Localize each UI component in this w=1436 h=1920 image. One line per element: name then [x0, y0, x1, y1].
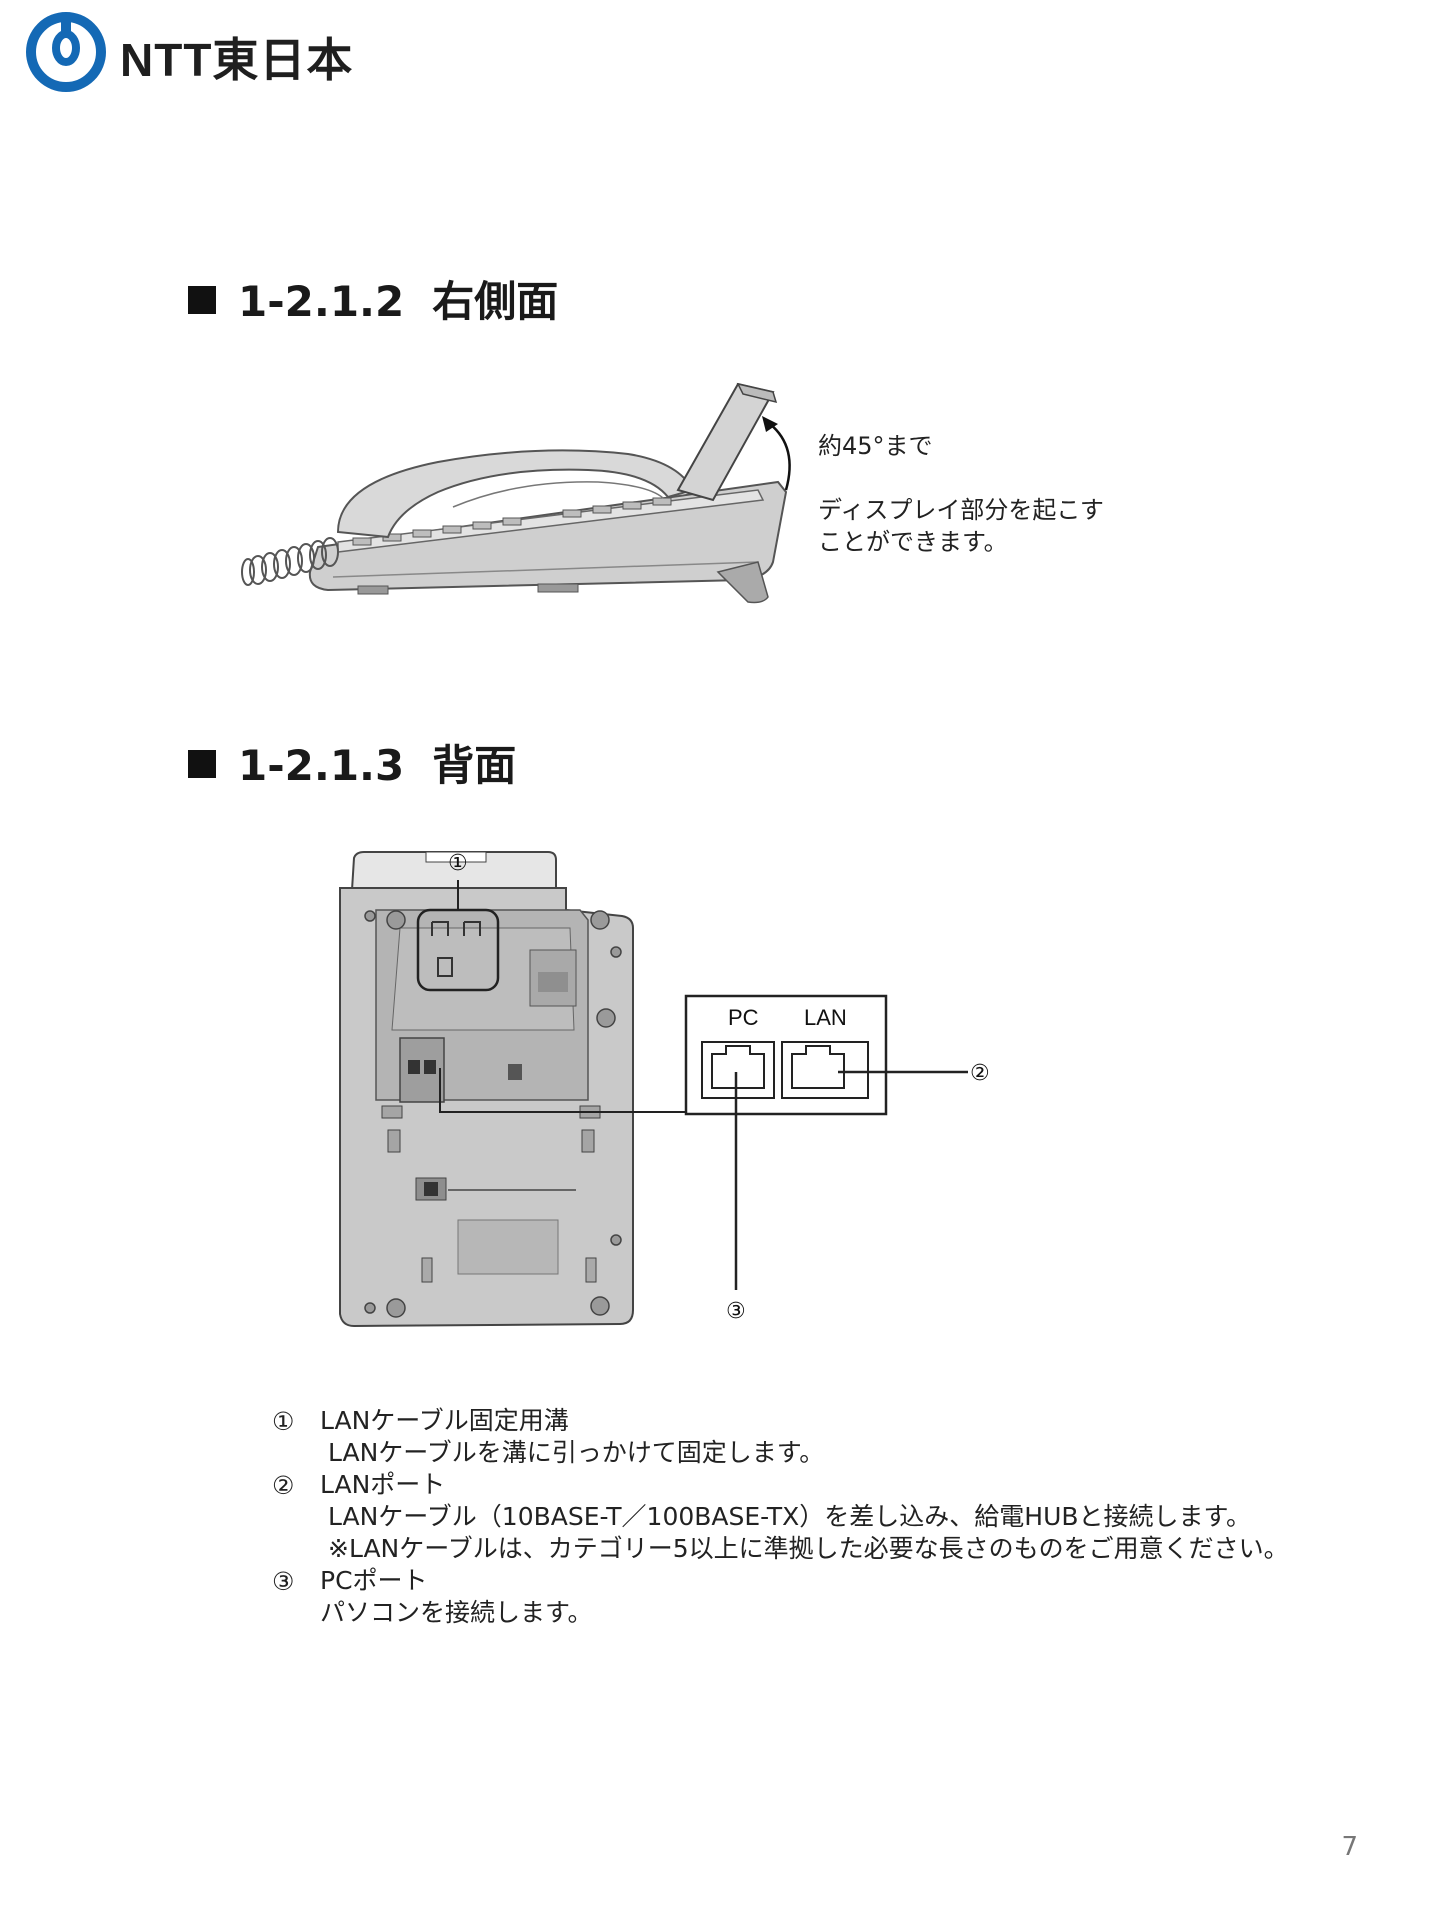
square-bullet-icon: [188, 286, 216, 314]
item-line: LANケーブル（10BASE-T／100BASE-TX）を差し込み、給電HUBと…: [328, 1502, 1252, 1531]
list-item: ② LANポート LANケーブル（10BASE-T／100BASE-TX）を差し…: [272, 1469, 1289, 1565]
ntt-logo-icon: [26, 12, 106, 92]
item-title: LANポート: [320, 1470, 446, 1499]
callout-1: ①: [448, 851, 468, 876]
callout-3: ③: [726, 1299, 746, 1324]
arrow-icon: [762, 416, 778, 432]
port-label-pc: PC: [728, 1005, 759, 1030]
phone-side-view-illustration: [241, 382, 791, 604]
item-title: PCポート: [320, 1566, 428, 1595]
port-label-lan: LAN: [804, 1005, 847, 1030]
item-line: パソコンを接続します。: [320, 1598, 593, 1627]
item-mark: ①: [272, 1407, 295, 1436]
port-descriptions: ① LANケーブル固定用溝 LANケーブルを溝に引っかけて固定します。 ② LA…: [272, 1405, 1289, 1629]
section-title-back: 1-2.1.3 背面: [188, 732, 516, 793]
page-number: 7: [1341, 1832, 1358, 1862]
display-note-line1: ディスプレイ部分を起こす: [818, 496, 1104, 524]
callout-2: ②: [970, 1061, 990, 1086]
display-note-line2: ことができます。: [818, 528, 1008, 556]
brand-name: NTT東日本: [120, 34, 354, 86]
section-label: 右側面: [432, 277, 559, 326]
square-bullet-icon: [188, 750, 216, 778]
list-item: ① LANケーブル固定用溝 LANケーブルを溝に引っかけて固定します。: [272, 1405, 1272, 1469]
section-number: 1-2.1.2: [238, 277, 405, 326]
item-mark: ②: [272, 1471, 295, 1500]
item-line: ※LANケーブルは、カテゴリー5以上に準拠した必要な長さのものをご用意ください。: [328, 1534, 1289, 1563]
item-line: LANケーブルを溝に引っかけて固定します。: [328, 1438, 825, 1467]
section-title-right-side: 1-2.1.2 右側面: [188, 268, 558, 329]
item-mark: ③: [272, 1567, 295, 1596]
list-item: ③ PCポート パソコンを接続します。: [272, 1565, 1272, 1629]
section-number: 1-2.1.3: [238, 741, 405, 790]
brand-logo: NTT東日本: [26, 12, 406, 92]
angle-note: 約45°まで: [818, 432, 933, 460]
item-title: LANケーブル固定用溝: [320, 1406, 569, 1435]
phone-back-view-illustration: ① PC LAN ② ③: [339, 851, 990, 1328]
section-label: 背面: [432, 741, 517, 790]
